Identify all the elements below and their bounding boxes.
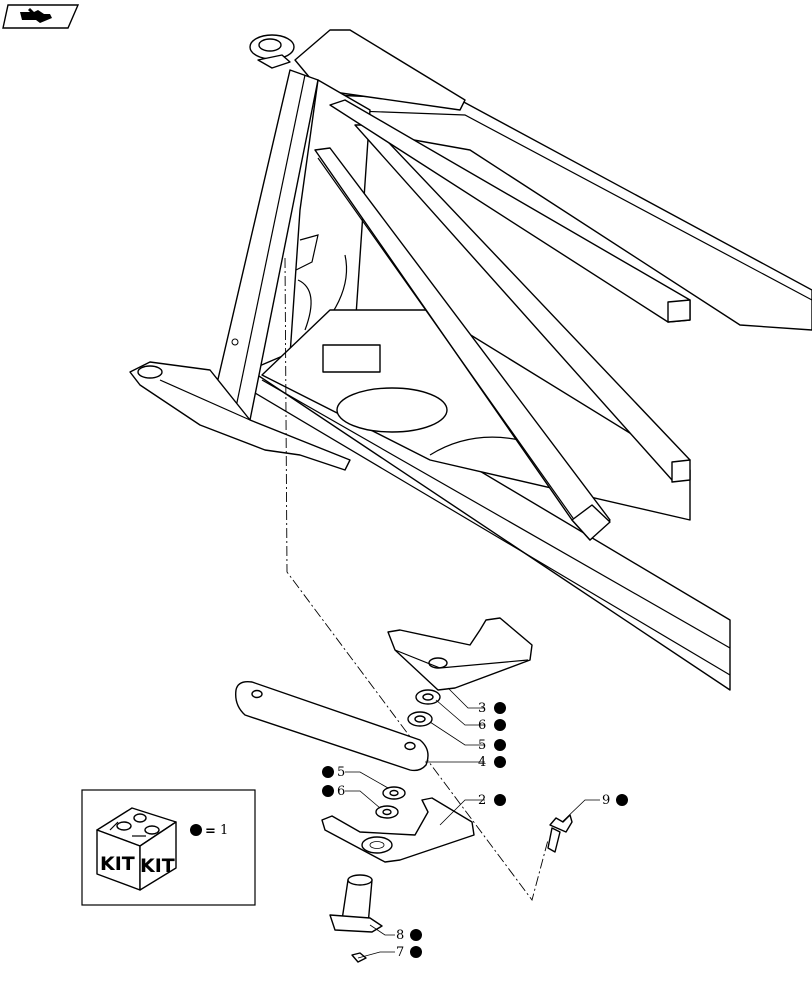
kit-dot [616, 794, 628, 806]
svg-text:2: 2 [478, 793, 486, 808]
part-2-fork-plate[interactable] [321, 797, 475, 863]
svg-text:6: 6 [478, 718, 486, 733]
washer-5-upper[interactable] [407, 711, 433, 727]
leader-lines [345, 687, 600, 959]
callout-9: 9 [602, 793, 628, 808]
kit-dot [410, 946, 422, 958]
washer-6-upper[interactable] [415, 689, 441, 705]
kit-box-icon: KIT KIT [96, 807, 177, 891]
svg-text:6: 6 [337, 784, 345, 799]
svg-text:4: 4 [478, 755, 486, 770]
svg-text:3: 3 [478, 701, 486, 716]
kit-dot [494, 794, 506, 806]
part-3-fork-plate[interactable] [387, 617, 533, 691]
kit-dot [410, 929, 422, 941]
kit-dot [494, 739, 506, 751]
return-arrow-icon [20, 8, 52, 23]
kit-dot [494, 756, 506, 768]
svg-text:1: 1 [220, 823, 228, 838]
callout-4: 4 [478, 755, 506, 770]
part-8-pin[interactable] [329, 874, 383, 933]
part-9-bolt[interactable] [547, 814, 573, 853]
svg-text:9: 9 [602, 793, 610, 808]
callout-6-lower: 6 [322, 784, 345, 799]
callout-6: 6 [478, 718, 506, 733]
svg-text:KIT: KIT [140, 855, 175, 877]
washer-6-lower[interactable] [375, 805, 399, 819]
svg-text:5: 5 [478, 738, 486, 753]
washer-5-lower[interactable] [382, 786, 406, 800]
svg-text:KIT: KIT [100, 853, 135, 875]
callout-8: 8 [396, 928, 422, 943]
kit-dot [322, 785, 334, 797]
kit-dot [494, 719, 506, 731]
kit-dot [494, 702, 506, 714]
kit-dot [322, 766, 334, 778]
callout-3: 3 [478, 701, 506, 716]
callout-7: 7 [396, 945, 422, 960]
kit-legend: KIT KIT = 1 [81, 789, 256, 906]
part-4-link-bar[interactable] [235, 680, 429, 772]
frame-assembly [129, 29, 812, 691]
svg-text:5: 5 [337, 765, 345, 780]
return-button[interactable] [2, 4, 80, 29]
callout-2: 2 [478, 793, 506, 808]
callout-5: 5 [478, 738, 506, 753]
svg-text:=: = [205, 824, 216, 839]
svg-text:7: 7 [396, 945, 404, 960]
kit-dot [190, 824, 202, 836]
svg-text:8: 8 [396, 928, 404, 943]
callout-5-lower: 5 [322, 765, 345, 780]
